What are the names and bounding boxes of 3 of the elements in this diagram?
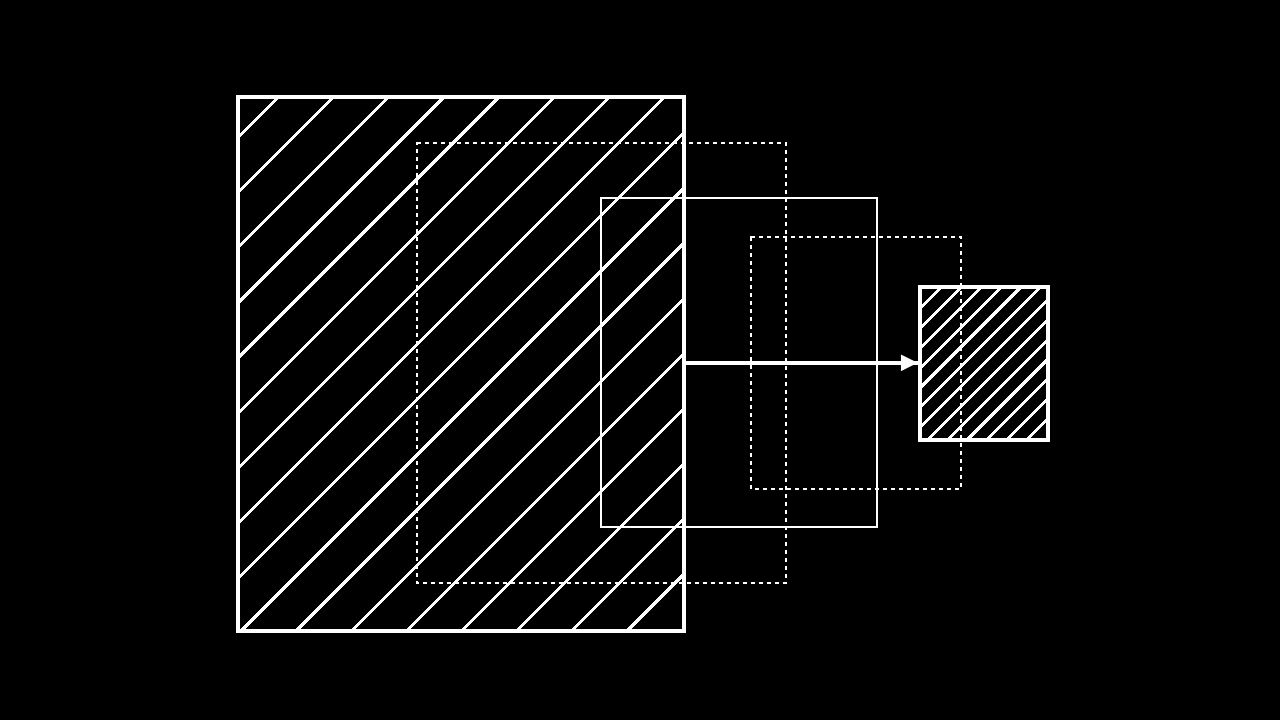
arrow [686,354,918,372]
hatched-square [236,95,686,633]
hatched-square [918,285,1050,442]
